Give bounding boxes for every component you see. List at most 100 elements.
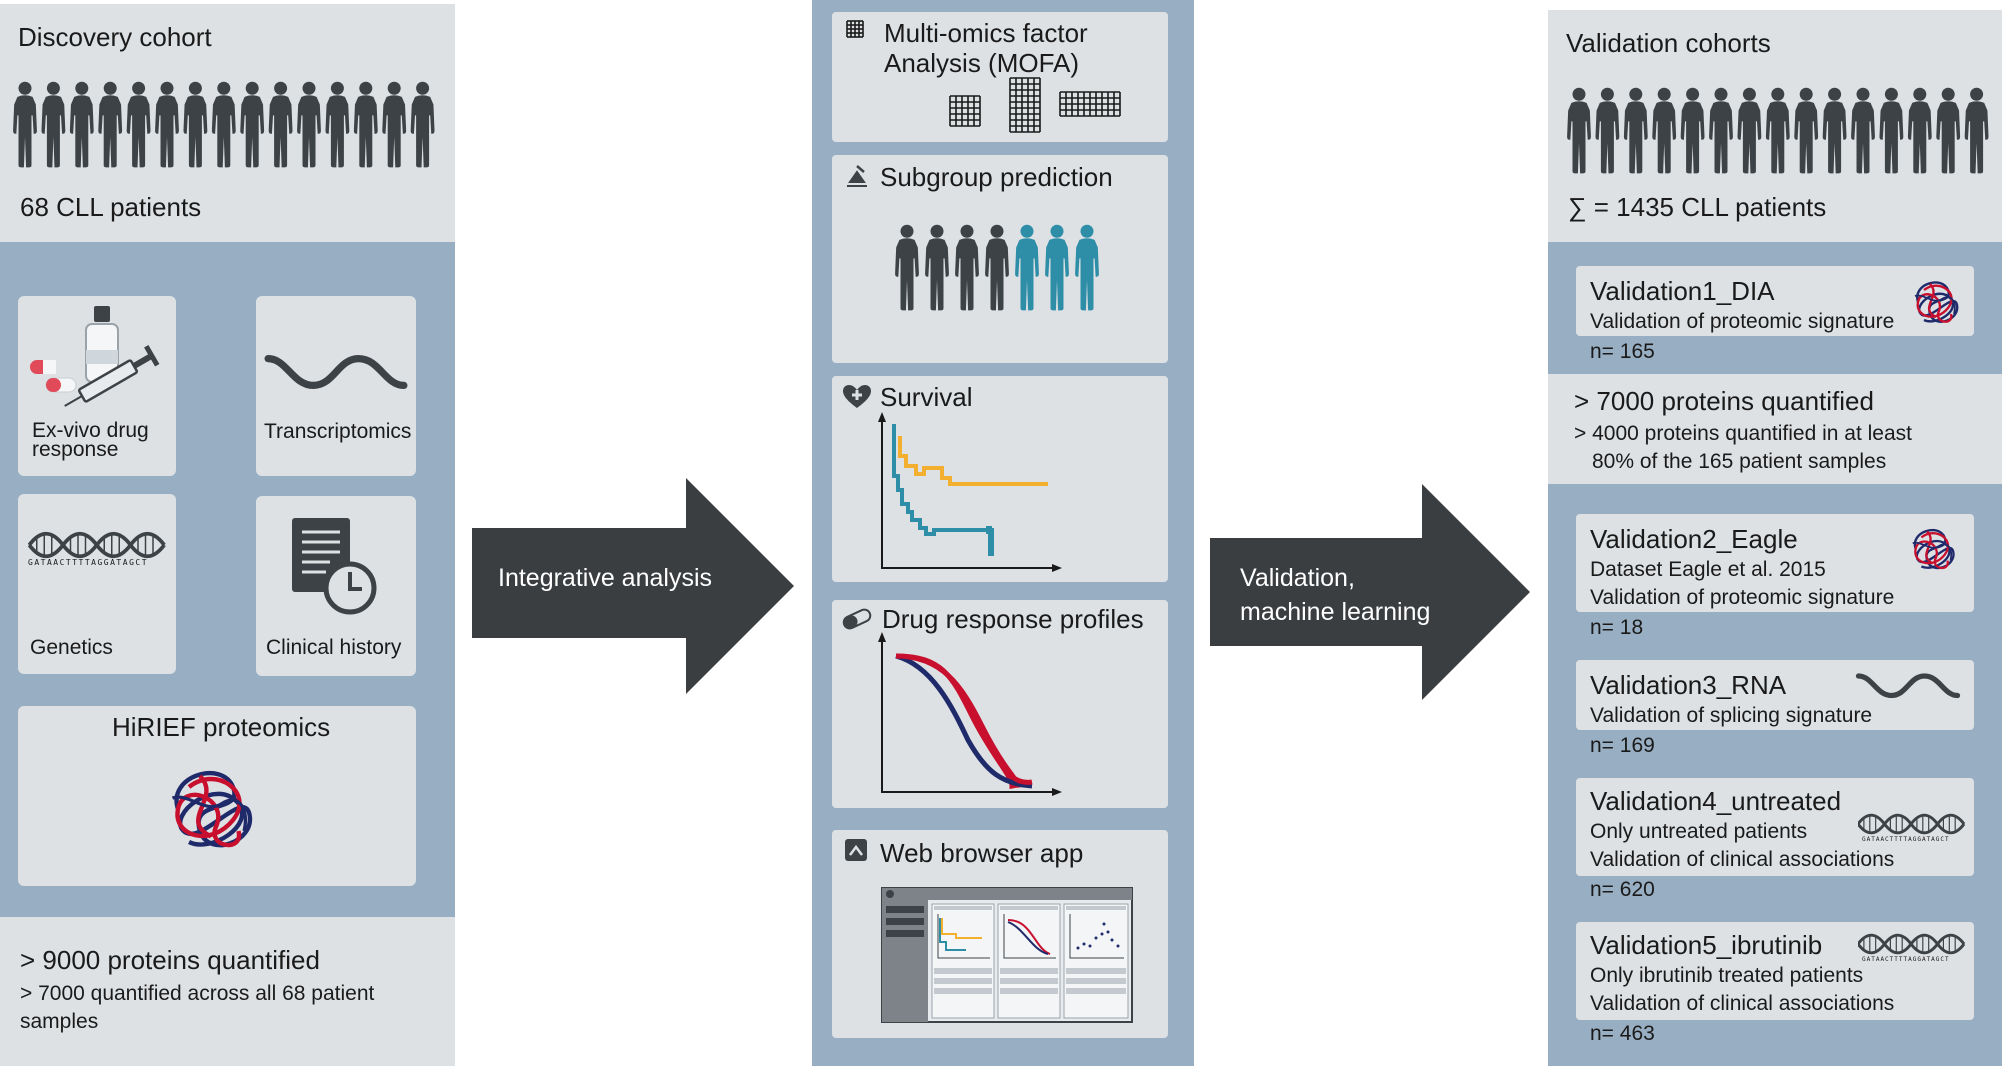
cohort-desc-5b: Validation of clinical associations: [1590, 992, 1895, 1015]
validation-title: Validation cohorts: [1566, 28, 1771, 58]
discovery-people-row: [12, 76, 442, 172]
transcriptomics-label: Transcriptomics: [264, 420, 412, 443]
cohort-n-5: n= 463: [1590, 1022, 1655, 1045]
person-icon: [13, 81, 37, 168]
browser-app-screenshot: [881, 887, 1133, 1023]
person-icon: [1907, 87, 1932, 174]
clinical-history-label: Clinical history: [266, 636, 402, 659]
validation-protein-detail-2: 80% of the 165 patient samples: [1592, 450, 1887, 473]
mofa-title-line1: Multi-omics factor: [884, 18, 1088, 48]
person-icon: [985, 224, 1009, 311]
person-icon: [1015, 224, 1039, 311]
browser-icon: [845, 839, 867, 861]
person-icon: [955, 224, 979, 311]
syringe-icon: [64, 344, 160, 407]
survival-title: Survival: [880, 382, 973, 412]
mofa-card: [832, 12, 1168, 142]
person-icon: [1879, 87, 1904, 174]
person-icon: [41, 81, 66, 168]
person-icon: [410, 81, 435, 168]
discovery-patient-count: 68 CLL patients: [20, 192, 202, 222]
dna-sequence-text: GATAACTTTTAGGATAGCT: [1862, 836, 1950, 843]
person-icon: [183, 81, 208, 168]
person-icon: [1964, 87, 1989, 174]
subgroup-title: Subgroup prediction: [880, 162, 1113, 192]
cohort-desc-3a: Validation of splicing signature: [1590, 704, 1873, 727]
cohort-desc-4b: Validation of clinical associations: [1590, 848, 1895, 871]
cohort-name-2: Validation2_Eagle: [1590, 524, 1798, 554]
drug-response-label: Ex-vivo drug response: [32, 419, 149, 461]
web-app-title: Web browser app: [880, 838, 1084, 868]
person-icon: [1709, 87, 1733, 174]
person-icon: [1794, 87, 1819, 174]
cohort-desc-1a: Validation of proteomic signature: [1590, 310, 1895, 333]
capsule-icon: [842, 608, 872, 630]
cohort-n-1: n= 165: [1590, 340, 1655, 363]
person-icon: [1822, 87, 1847, 174]
protein-structure-icon: [1906, 272, 1966, 332]
person-icon: [1567, 87, 1591, 174]
rna-wave-icon: [1854, 670, 1962, 700]
person-icon: [297, 81, 321, 168]
cohort-desc-5a: Only ibrutinib treated patients: [1590, 964, 1864, 987]
person-icon: [126, 81, 151, 168]
person-icon: [353, 81, 378, 168]
validation-total-patients: ∑ = 1435 CLL patients: [1568, 192, 1827, 222]
cohort-name-5: Validation5_ibrutinib: [1590, 930, 1823, 960]
drug-response-plot: [878, 632, 1062, 796]
integrative-analysis-arrow: [472, 478, 794, 694]
proteomics-label: HiRIEF proteomics: [112, 712, 331, 742]
protein-structure-icon: [156, 754, 266, 864]
scale-icon: [847, 165, 867, 187]
validation-arrow-label-line2: machine learning: [1240, 598, 1431, 626]
person-icon: [211, 81, 236, 168]
dna-sequence-text: GATAACTTTTAGGATAGCT: [28, 558, 149, 567]
person-icon: [268, 81, 293, 168]
person-icon: [1075, 224, 1099, 311]
cohort-n-3: n= 169: [1590, 734, 1655, 757]
discovery-protein-headline: > 9000 proteins quantified: [20, 945, 320, 975]
cohort-card-2: [1576, 514, 1974, 612]
validation-arrow: [1210, 484, 1530, 700]
person-icon: [382, 81, 407, 168]
drug-profiles-card: [832, 600, 1168, 808]
person-icon: [1936, 87, 1961, 174]
person-icon: [1652, 87, 1677, 174]
person-icon: [895, 224, 919, 311]
cohort-n-4: n= 620: [1590, 878, 1655, 901]
survival-plot: [878, 412, 1062, 572]
mofa-matrices: [949, 77, 1121, 133]
person-icon: [1623, 87, 1648, 174]
dna-sequence-text: GATAACTTTTAGGATAGCT: [1862, 956, 1950, 963]
grid-icon: [846, 20, 864, 38]
validation-arrow-label-line1: Validation,: [1240, 564, 1355, 592]
cohort-n-2: n= 18: [1590, 616, 1644, 639]
person-icon: [1765, 87, 1790, 174]
dna-helix-icon: [28, 530, 168, 560]
cohort-desc-2a: Dataset Eagle et al. 2015: [1590, 558, 1826, 581]
rna-wave-icon: [264, 350, 408, 392]
person-icon: [1595, 87, 1620, 174]
discovery-title: Discovery cohort: [18, 22, 212, 52]
person-icon: [155, 81, 179, 168]
dna-helix-icon: [1858, 812, 1966, 836]
survival-card: [832, 376, 1168, 582]
person-icon: [1045, 224, 1069, 311]
subgroup-people: [895, 224, 1099, 311]
drug-profiles-title: Drug response profiles: [882, 604, 1144, 634]
validation-protein-headline: > 7000 proteins quantified: [1574, 386, 1874, 416]
validation-protein-detail-1: > 4000 proteins quantified in at least: [1574, 422, 1912, 445]
validation-proteins-panel: [1548, 374, 2002, 484]
cohort-desc-4a: Only untreated patients: [1590, 820, 1808, 843]
cohort-desc-2b: Validation of proteomic signature: [1590, 586, 1895, 609]
cohort-name-3: Validation3_RNA: [1590, 670, 1787, 700]
person-icon: [1737, 87, 1762, 174]
validation-people-row: [1566, 82, 1996, 178]
cohort-name-4: Validation4_untreated: [1590, 786, 1842, 816]
dna-helix-icon: [1858, 932, 1966, 956]
document-clock-icon: [292, 518, 377, 615]
person-icon: [325, 81, 350, 168]
person-icon: [925, 224, 949, 311]
person-icon: [240, 81, 265, 168]
person-icon: [69, 81, 94, 168]
